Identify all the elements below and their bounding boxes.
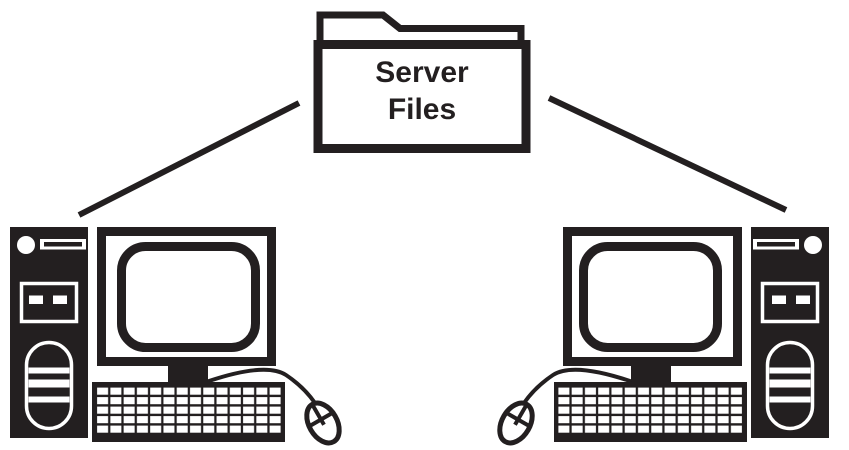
connection-line-right: [547, 95, 788, 213]
folder-body: [313, 40, 531, 153]
left-computer: [10, 227, 346, 449]
server-files-folder: Server Files: [313, 11, 531, 153]
folder-label-line-1: Server: [375, 56, 469, 89]
folder-label-line-2: Files: [388, 93, 456, 126]
connection-line-left: [77, 100, 301, 218]
folder-icon: [316, 11, 525, 44]
right-computer: [493, 227, 829, 449]
